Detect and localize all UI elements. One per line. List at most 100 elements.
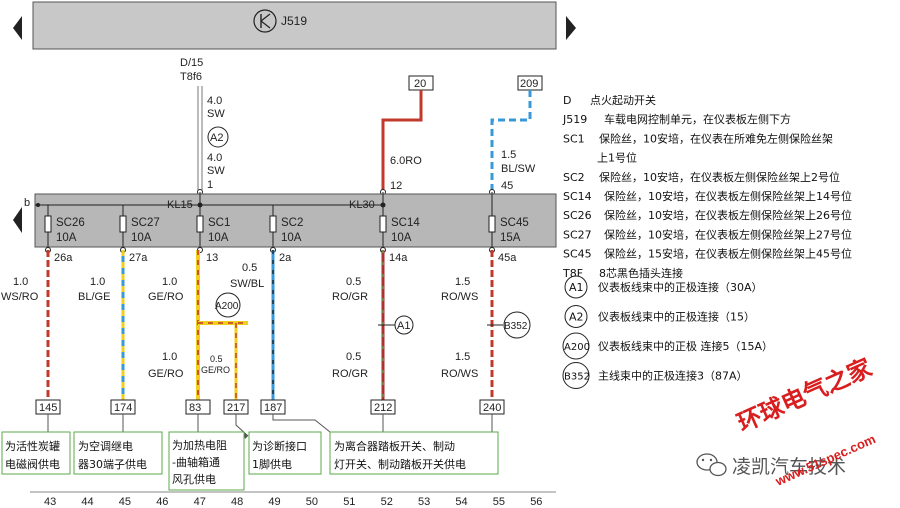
caption-box: 为加热电阻 -曲轴箱通 风孔供电 bbox=[168, 431, 245, 491]
legend-key: SC45 bbox=[563, 248, 592, 261]
legend-connector-text: 仪表板线束中的正极连接（15） bbox=[598, 310, 755, 324]
legend-text: 车载电网控制单元，在仪表板左侧下方 bbox=[604, 112, 791, 126]
caption-box: 为活性炭罐 电磁阀供电 bbox=[1, 431, 71, 475]
fuse-pin: 27a bbox=[129, 252, 148, 264]
wire-size: 4.0 bbox=[207, 152, 222, 164]
fuse-amp: 10A bbox=[131, 232, 152, 244]
caption-line: 为离合器踏板开关、制动 bbox=[334, 439, 455, 453]
fuse-name: SC26 bbox=[56, 217, 85, 229]
fuse-pin: 2a bbox=[279, 252, 292, 264]
wire-size: 6.0RO bbox=[390, 155, 422, 167]
grid-column-number: 51 bbox=[343, 496, 355, 508]
a200-connector: A200 bbox=[215, 301, 239, 312]
caption-line: 为空调继电 bbox=[78, 439, 133, 453]
wire-size: 0.5 bbox=[346, 351, 361, 363]
wire-color: BL/GE bbox=[78, 291, 110, 303]
wire-color: RO/GR bbox=[332, 368, 368, 380]
terminal-box: 174 bbox=[110, 399, 136, 415]
legend-text: 保险丝，10安培，在仪表板左侧保险丝架上2号位 bbox=[599, 170, 840, 184]
wire-size: 0.5 bbox=[242, 262, 257, 274]
fuse-name: SC1 bbox=[208, 217, 230, 229]
fuse-name: SC45 bbox=[500, 217, 529, 229]
pin-label: 1 bbox=[207, 179, 213, 191]
legend-connector-text: 仪表板线束中的正极 连接5（15A） bbox=[598, 339, 773, 353]
left-arrow-icon bbox=[13, 207, 22, 233]
grid-column-number: 43 bbox=[44, 496, 56, 508]
legend-key: SC2 bbox=[563, 171, 585, 184]
wechat-account-name: 凌凯汽车技术 bbox=[732, 456, 846, 478]
wire-color: BL/SW bbox=[501, 163, 536, 175]
legend-text: 保险丝，10安培，在仪表板左侧保险丝架上26号位 bbox=[604, 208, 852, 222]
wire-color: RO/WS bbox=[441, 368, 478, 380]
fuse-pin: 45a bbox=[498, 252, 517, 264]
grid-column-number: 45 bbox=[119, 496, 131, 508]
pin-label: 45 bbox=[501, 180, 513, 192]
terminal-20: 20 bbox=[414, 78, 426, 90]
grid-column-number: 50 bbox=[306, 496, 318, 508]
terminal-number: 240 bbox=[483, 402, 501, 414]
legend-text: 保险丝，10安培，在仪表板左侧保险丝架上27号位 bbox=[604, 227, 852, 241]
legend-entry: SC27 保险丝，10安培，在仪表板左侧保险丝架上27号位 bbox=[563, 227, 852, 241]
terminal-number: 212 bbox=[374, 402, 392, 414]
grid-column-number: 48 bbox=[231, 496, 243, 508]
fuse-pin: 14a bbox=[389, 252, 408, 264]
wire-size: 0.5 bbox=[346, 276, 361, 288]
legend-connector-text: 主线束中的正极连接3（87A） bbox=[598, 369, 748, 383]
legend-entry: SC14 保险丝，10安培，在仪表板左侧保险丝架上14号位 bbox=[563, 189, 852, 203]
legend-entry: SC45 保险丝，15安培，在仪表板左侧保险丝架上45号位 bbox=[563, 247, 852, 261]
fuse-sc27: SC27 10A 27a bbox=[119, 205, 160, 264]
grid-column-number: 47 bbox=[194, 496, 206, 508]
fuse-amp: 10A bbox=[391, 232, 412, 244]
wire-size: 1.0 bbox=[162, 351, 177, 363]
wire-size: 4.0 bbox=[207, 95, 222, 107]
wire-color: RO/GR bbox=[332, 291, 368, 303]
fuse-amp: 10A bbox=[56, 232, 77, 244]
watermark-brand: 环球电气之家 bbox=[733, 353, 876, 437]
b352-connector: B352 bbox=[504, 321, 528, 332]
grid-column-number: 52 bbox=[381, 496, 393, 508]
grid-column-number: 56 bbox=[530, 496, 542, 508]
a1-connector: A1 bbox=[397, 320, 410, 332]
legend-text: 点火起动开关 bbox=[590, 93, 656, 107]
legend-entry: SC2 保险丝，10安培，在仪表板左侧保险丝架上2号位 bbox=[563, 170, 840, 184]
terminal-box: 187 bbox=[260, 399, 286, 415]
caption-box: 为离合器踏板开关、制动 灯开关、制动踏板开关供电 bbox=[329, 431, 499, 475]
legend-text: 保险丝，15安培，在仪表板左侧保险丝架上45号位 bbox=[604, 247, 852, 261]
legend-connector-key: B352 bbox=[564, 372, 590, 383]
legend-text: 保险丝，10安培，在仪表板左侧保险丝架上14号位 bbox=[604, 189, 852, 203]
caption-box: 为空调继电 器30端子供电 bbox=[73, 431, 163, 475]
grid-column-number: 46 bbox=[156, 496, 168, 508]
legend-key: SC1 bbox=[563, 132, 585, 145]
legend-key: D bbox=[563, 94, 571, 107]
kl30-label: KL30 bbox=[349, 199, 375, 211]
terminal-number: 187 bbox=[264, 402, 282, 414]
legend-key: J519 bbox=[562, 113, 587, 126]
fuse-sc45: SC45 15A 45a bbox=[488, 205, 529, 264]
wire-color: GE/RO bbox=[201, 365, 230, 375]
legend-entry: J519 车载电网控制单元，在仪表板左侧下方 bbox=[562, 112, 791, 126]
fuse-name: SC27 bbox=[131, 217, 160, 229]
caption-box: 为诊断接口 1脚供电 bbox=[248, 431, 322, 475]
legend-key: SC27 bbox=[563, 228, 592, 241]
right-arrow-icon bbox=[566, 16, 576, 40]
legend-text: 8芯黑色插头连接 bbox=[599, 266, 683, 280]
legend-text: 上1号位 bbox=[597, 151, 637, 165]
kl15-label: KL15 bbox=[167, 199, 193, 211]
wire-size: 1.0 bbox=[13, 276, 28, 288]
terminal-box: 83 bbox=[185, 399, 211, 415]
fuse-amp: 15A bbox=[500, 232, 521, 244]
terminal-number: 174 bbox=[114, 402, 132, 414]
legend-connector-entry: B352 主线束中的正极连接3（87A） bbox=[562, 362, 748, 389]
terminal-number: 83 bbox=[189, 402, 201, 414]
terminal-box: 217 bbox=[223, 399, 249, 415]
terminal-number: 217 bbox=[227, 402, 245, 414]
fuse-pin: 13 bbox=[206, 252, 218, 264]
wire-color: RO/WS bbox=[441, 291, 478, 303]
legend-key: SC14 bbox=[563, 190, 592, 203]
caption-line: 电磁阀供电 bbox=[5, 457, 60, 471]
